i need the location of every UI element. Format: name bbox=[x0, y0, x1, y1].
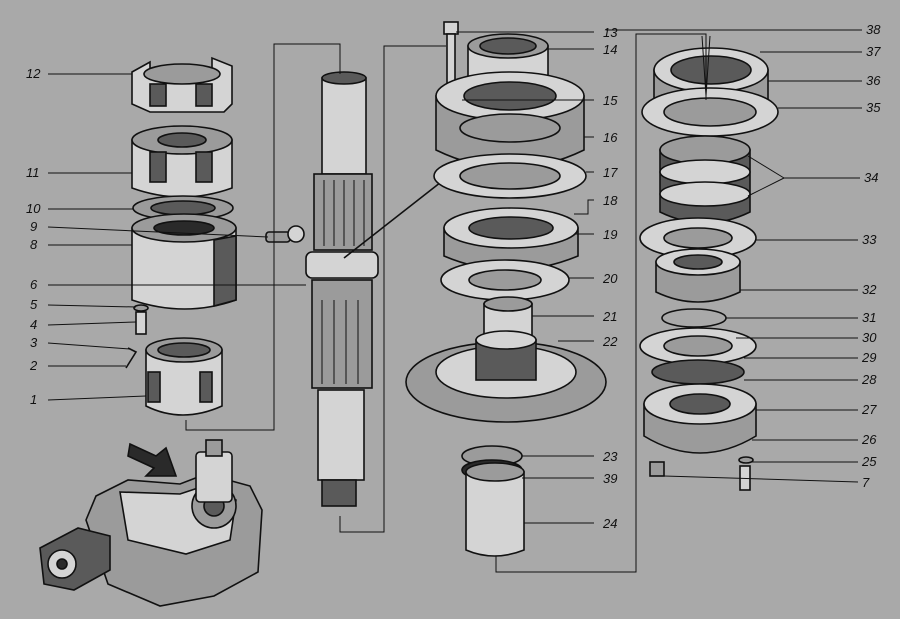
label-22: 22 bbox=[602, 334, 618, 349]
part-28-shim bbox=[651, 359, 745, 385]
label-27: 27 bbox=[861, 402, 877, 417]
label-39: 39 bbox=[603, 471, 617, 486]
label-36: 36 bbox=[866, 73, 881, 88]
part-35-gasket bbox=[641, 87, 779, 137]
part-33-flange bbox=[639, 217, 757, 259]
part-24-sleeve bbox=[465, 462, 525, 557]
part-19-bearing bbox=[443, 207, 579, 271]
label-31: 31 bbox=[862, 310, 876, 325]
part-17-gasket bbox=[433, 153, 587, 199]
label-7: 7 bbox=[862, 475, 870, 490]
label-33: 33 bbox=[862, 232, 877, 247]
label-11: 11 bbox=[26, 165, 40, 180]
label-10: 10 bbox=[26, 201, 41, 216]
label-4: 4 bbox=[30, 317, 37, 332]
label-32: 32 bbox=[862, 282, 877, 297]
part-20-washer bbox=[440, 259, 570, 301]
part-10-ring bbox=[132, 195, 234, 221]
part-31-snap-ring bbox=[661, 308, 727, 328]
label-1: 1 bbox=[30, 392, 37, 407]
part-9-screw bbox=[265, 225, 305, 243]
label-25: 25 bbox=[861, 454, 877, 469]
part-2-3-pin bbox=[125, 347, 138, 369]
label-16: 16 bbox=[603, 130, 618, 145]
label-6: 6 bbox=[30, 277, 38, 292]
label-34: 34 bbox=[864, 170, 878, 185]
part-5-washer bbox=[133, 304, 149, 312]
gearbox-inset-illustration bbox=[39, 439, 263, 607]
label-19: 19 bbox=[603, 227, 617, 242]
leader-lines bbox=[47, 29, 862, 524]
part-6-shaft bbox=[305, 71, 451, 507]
part-8-housing bbox=[131, 213, 237, 310]
label-21: 21 bbox=[602, 309, 617, 324]
label-30: 30 bbox=[862, 330, 877, 345]
label-37: 37 bbox=[866, 44, 881, 59]
part-number-labels: 12 11 10 9 8 6 5 4 3 2 1 13 14 15 16 17 … bbox=[26, 22, 881, 531]
label-23: 23 bbox=[602, 449, 618, 464]
label-24: 24 bbox=[602, 516, 617, 531]
label-3: 3 bbox=[30, 335, 38, 350]
label-12: 12 bbox=[26, 66, 41, 81]
label-15: 15 bbox=[603, 93, 618, 108]
label-5: 5 bbox=[30, 297, 38, 312]
part-26-washer bbox=[738, 456, 754, 464]
assembly-connector-lines bbox=[185, 29, 780, 573]
part-30-29-washers bbox=[639, 327, 757, 365]
label-2: 2 bbox=[29, 358, 38, 373]
part-32-bearing bbox=[655, 248, 741, 303]
part-27-bearing-cap bbox=[643, 383, 757, 454]
part-11-coupling bbox=[131, 125, 233, 198]
label-9: 9 bbox=[30, 219, 37, 234]
part-15-16-flange-housing bbox=[435, 71, 585, 169]
label-8: 8 bbox=[30, 237, 38, 252]
part-1-gear-sleeve bbox=[145, 337, 223, 416]
label-26: 26 bbox=[861, 432, 877, 447]
part-22-bevel-gear bbox=[405, 330, 607, 423]
part-13-bolt bbox=[443, 21, 459, 89]
label-28: 28 bbox=[861, 372, 877, 387]
label-38: 38 bbox=[866, 22, 881, 37]
part-34-spring-rings bbox=[659, 135, 751, 224]
label-20: 20 bbox=[602, 271, 618, 286]
label-29: 29 bbox=[861, 350, 876, 365]
label-17: 17 bbox=[603, 165, 618, 180]
label-13: 13 bbox=[603, 25, 618, 40]
label-35: 35 bbox=[866, 100, 881, 115]
part-12-claw-coupling bbox=[131, 56, 233, 113]
label-14: 14 bbox=[603, 42, 617, 57]
part-4-bolt bbox=[135, 311, 147, 335]
label-18: 18 bbox=[603, 193, 618, 208]
